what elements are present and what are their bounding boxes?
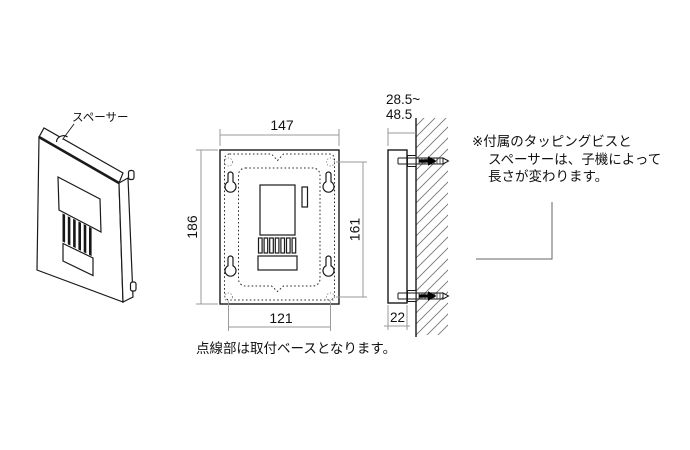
tapping-screw-top (397, 155, 450, 167)
dimension-height-186: 186 (184, 149, 218, 305)
vent-slots (257, 237, 297, 254)
insert-arrow-icon (419, 291, 437, 301)
corner-hole-bottom-right (326, 292, 335, 302)
dimension-pitch-161: 161 (336, 161, 367, 298)
spacer-leader-line (62, 123, 75, 140)
dimension-thickness-22: 22 (384, 305, 410, 330)
screw-note-line1: ※付属のタッピングビスと (472, 134, 632, 149)
dim-text-121: 121 (269, 310, 293, 326)
dimension-pitch-121: 121 (228, 302, 331, 331)
perspective-view: スペーサー (36, 111, 137, 303)
mounting-base-inner-dotted (238, 167, 321, 293)
screw-note-line2: スペーサーは、子機によって (488, 152, 661, 167)
corner-hole-top-left (224, 157, 233, 167)
screw-note: ※付属のタッピングビスと スペーサーは、子機によって 長さが変わります。 (472, 134, 661, 260)
keyhole-bottom-right (322, 255, 335, 277)
plate-top-fold-edge (38, 135, 120, 185)
vent-slots-3d (62, 213, 92, 257)
dim-text-186: 186 (184, 215, 200, 239)
side-boss-top (127, 169, 135, 181)
base-note: 点線部は取付ベースとなります。 (196, 341, 396, 356)
keyhole-top-left (224, 171, 237, 193)
dim-text-147: 147 (270, 117, 294, 133)
plate-right-side-face (118, 177, 134, 303)
dim-text-22: 22 (390, 310, 405, 325)
dim-text-protrusion-line2: 48.5 (386, 107, 412, 122)
insert-arrow-icon (419, 156, 437, 166)
corner-hole-bottom-left (224, 292, 233, 302)
base-side-outline (387, 149, 408, 304)
corner-hole-top-right (326, 157, 335, 167)
wall-hatching (416, 118, 448, 335)
front-opening-3d (57, 175, 102, 234)
plate-outline (219, 149, 340, 305)
front-view: 147 186 161 121 (184, 117, 367, 331)
dim-text-protrusion-line1: 28.5~ (386, 92, 420, 107)
spacer-shape (55, 135, 68, 143)
side-view: 28.5~ 48.5 22 (384, 92, 450, 337)
bottom-opening-3d (62, 242, 94, 277)
spacer-label: スペーサー (72, 111, 128, 124)
dimension-protrusion: 28.5~ 48.5 (386, 92, 420, 146)
keyhole-bottom-left (224, 255, 237, 277)
dim-text-161: 161 (347, 218, 363, 242)
screw-note-line3: 長さが変わります。 (488, 168, 608, 184)
dimension-width-147: 147 (219, 117, 340, 146)
main-opening (259, 184, 296, 236)
side-slot (301, 186, 309, 208)
note-bracket-line (476, 202, 553, 260)
bottom-opening (257, 255, 298, 271)
tapping-screw-bottom (397, 290, 450, 302)
keyhole-top-right (322, 171, 335, 193)
side-boss-bottom (129, 281, 137, 292)
